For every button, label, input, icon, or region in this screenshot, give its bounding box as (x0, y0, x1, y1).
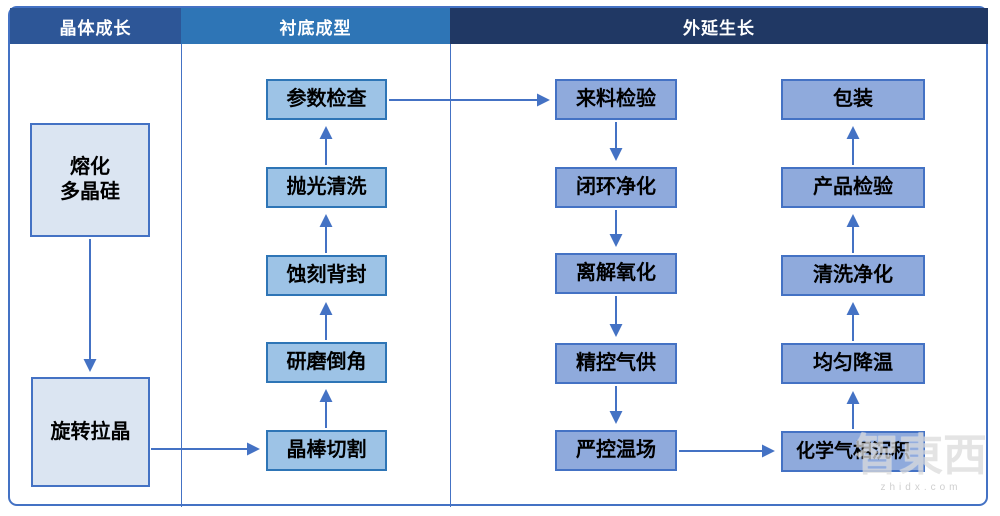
step-rotate-pull-crystal: 旋转拉晶 (31, 377, 150, 487)
header-substrate-forming: 衬底成型 (181, 8, 450, 44)
step-packaging: 包装 (781, 79, 925, 120)
step-melt-polysilicon: 熔化 多晶硅 (30, 123, 150, 237)
step-uniform-cooling: 均匀降温 (781, 343, 925, 384)
step-clean-purify: 清洗净化 (781, 255, 925, 296)
step-etch-backseal: 蚀刻背封 (266, 255, 387, 296)
diagram-frame (8, 6, 988, 506)
step-precise-gas-supply: 精控气供 (555, 343, 677, 384)
step-grind-chamfer: 研磨倒角 (266, 342, 387, 383)
step-cvd: 化学气相沉积 (781, 431, 925, 472)
step-dissociation-oxidation: 离解氧化 (555, 253, 677, 294)
header-crystal-growth: 晶体成长 (10, 8, 181, 44)
step-closed-loop-purification: 闭环净化 (555, 167, 677, 208)
step-ingot-cut: 晶棒切割 (266, 430, 387, 471)
header-epitaxial-growth: 外延生长 (450, 8, 988, 44)
step-strict-temp-control: 严控温场 (555, 430, 677, 471)
column-divider-1 (181, 44, 182, 507)
column-divider-2 (450, 44, 451, 507)
step-product-inspection: 产品检验 (781, 167, 925, 208)
step-polish-clean: 抛光清洗 (266, 167, 387, 208)
step-parameter-check: 参数检查 (266, 79, 387, 120)
step-incoming-inspection: 来料检验 (555, 79, 677, 120)
